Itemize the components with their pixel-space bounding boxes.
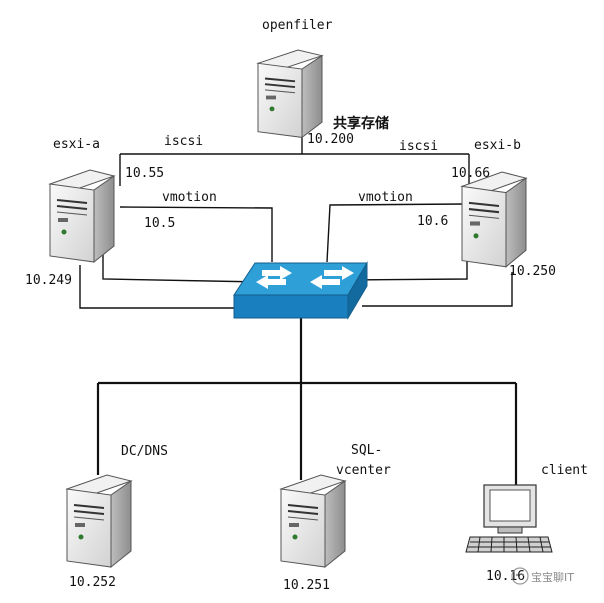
dc-dns-ip-label: 10.252 [69, 575, 116, 590]
iscsi-right-label: iscsi [399, 139, 438, 154]
network-switch-icon [233, 261, 368, 320]
esxi-b-label: esxi-b [474, 138, 521, 153]
watermark: 宝宝聊IT [511, 567, 574, 585]
esxi-b-server-icon [460, 170, 528, 268]
esxi-a-mgmt-ip-label: 10.249 [25, 273, 72, 288]
client-computer-icon [465, 484, 553, 553]
sql-vcenter-ip-label: 10.251 [283, 578, 330, 593]
dc-dns-server-icon [66, 474, 132, 568]
esxi-b-iscsi-ip-label: 10.66 [451, 166, 490, 181]
vmotion-left-line [119, 206, 273, 262]
iscsi-left-label: iscsi [164, 134, 203, 149]
esxi-a-iscsi-ip-label: 10.55 [125, 166, 164, 181]
esxi-b-vmotion-ip-label: 10.6 [417, 214, 448, 229]
sql-vcenter-label-line1: SQL- [351, 443, 382, 458]
openfiler-server-icon [257, 49, 323, 139]
esxi-a-label: esxi-a [53, 137, 100, 152]
uplink-right-line [362, 272, 513, 307]
sql-vcenter-server-icon [280, 474, 346, 568]
esxi-b-mgmt-ip-label: 10.250 [509, 264, 556, 279]
uplink-left-line [79, 265, 240, 309]
openfiler-note-label: 共享存储 [333, 115, 389, 132]
sql-vcenter-label-line2: vcenter [336, 463, 391, 478]
esxi-a-server-icon [49, 169, 115, 263]
vmotion-right-label: vmotion [358, 190, 413, 205]
chat-bubble-icon [511, 567, 529, 585]
vmotion-left-label: vmotion [162, 190, 217, 205]
openfiler-label: openfiler [262, 18, 333, 33]
vmotion-right-line [326, 203, 467, 263]
mgmt-esxi-b-line [344, 255, 468, 281]
esxi-a-vmotion-ip-label: 10.5 [144, 216, 175, 231]
dc-dns-label: DC/DNS [121, 444, 168, 459]
mgmt-esxi-a-line [102, 250, 263, 283]
client-ip-label: 10.16 [486, 569, 525, 584]
openfiler-ip-label: 10.200 [307, 132, 354, 147]
client-label: client [541, 463, 588, 478]
watermark-text: 宝宝聊IT [531, 570, 574, 584]
